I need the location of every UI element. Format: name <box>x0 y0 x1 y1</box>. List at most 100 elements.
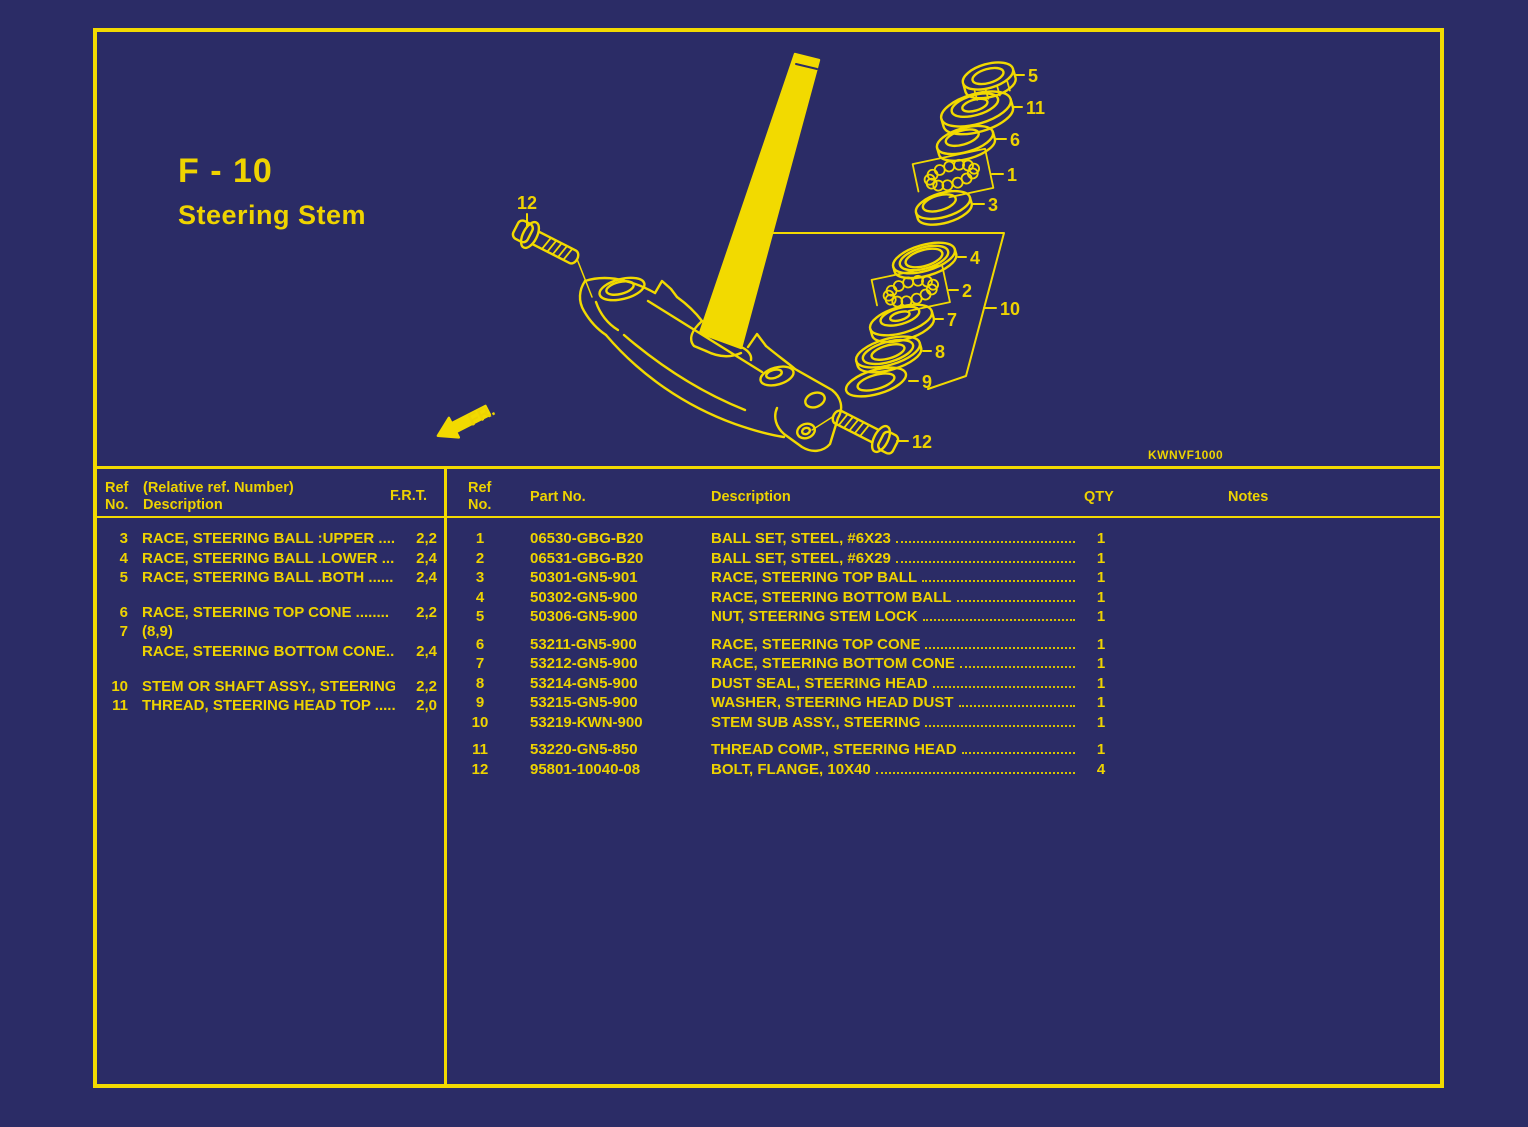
part-ref: 12 <box>471 760 489 778</box>
table-header-underline <box>97 516 1440 518</box>
frt-ref: 7 <box>119 623 128 641</box>
frt-row: RACE, STEERING BOTTOM CONE... 2,4 <box>96 642 442 662</box>
frt-row: 7 (8,9) <box>96 622 442 642</box>
part-no: 50306-GN5-900 <box>530 608 638 625</box>
dotted-leader <box>922 580 1075 582</box>
dotted-leader <box>875 771 1075 774</box>
parts-row: 11 53220-GN5-850 THREAD COMP., STEERING … <box>448 740 1436 760</box>
part-desc: STEM SUB ASSY., STEERING <box>711 713 921 731</box>
part-desc: BALL SET, STEEL, #6X23 <box>711 530 891 547</box>
dotted-leader <box>958 705 1075 707</box>
part-no: 06531-GBG-B20 <box>530 549 644 567</box>
dotted-leader <box>895 560 1075 563</box>
part-desc: RACE, STEERING BOTTOM BALL <box>711 588 952 606</box>
parts-row: 9 53215-GN5-900 WASHER, STEERING HEAD DU… <box>448 693 1436 713</box>
frt-val: 2,4 <box>416 569 437 587</box>
frt-val: 2,0 <box>416 697 437 715</box>
part-desc: DUST SEAL, STEERING HEAD <box>711 674 928 692</box>
frt-val: 2,2 <box>416 530 437 547</box>
page-border <box>93 28 1444 1088</box>
page-title: Steering Stem <box>178 200 367 230</box>
diagram-code: KWNVF1000 <box>1148 448 1224 462</box>
frt-val: 2,2 <box>416 603 437 621</box>
parts-row: 5 50306-GN5-900 NUT, STEERING STEM LOCK … <box>448 607 1436 627</box>
frt-row: 6 RACE, STEERING TOP CONE ........ 2,2 <box>96 603 442 623</box>
frt-ref: 11 <box>112 697 128 715</box>
part-ref: 5 <box>475 608 485 625</box>
frt-row: 5 RACE, STEERING BALL .BOTH ...... 2,4 <box>96 568 442 588</box>
part-label-1: 1 <box>1007 165 1017 185</box>
part-no: 53219-KWN-900 <box>530 713 643 731</box>
part-qty: 4 <box>1096 760 1106 778</box>
bolt-right-leader-line <box>811 415 835 431</box>
frt-row: 11 THREAD, STEERING HEAD TOP ..... 2,0 <box>96 696 442 716</box>
frt-ref: 5 <box>119 569 128 587</box>
part-label-8: 8 <box>935 342 945 362</box>
part-ref: 1 <box>475 530 485 547</box>
parts-header-qty: QTY <box>1084 489 1114 505</box>
part-ref: 6 <box>475 635 485 653</box>
frt-desc: THREAD, STEERING HEAD TOP ..... <box>142 697 395 715</box>
parts-row: 10 53219-KWN-900 STEM SUB ASSY., STEERIN… <box>448 713 1436 733</box>
frt-row: 3 RACE, STEERING BALL :UPPER ..... 2,2 <box>96 529 442 549</box>
part-label-5: 5 <box>1028 66 1038 86</box>
callout-labels: 5 11 6 1 3 4 2 7 8 9 10 12 12 <box>517 66 1045 452</box>
ball-set-lower-bracket <box>870 264 951 312</box>
part-desc: THREAD COMP., STEERING HEAD <box>711 741 957 758</box>
part-desc: RACE, STEERING TOP CONE <box>711 635 921 653</box>
part-no: 50301-GN5-901 <box>530 569 638 586</box>
part-qty: 1 <box>1096 608 1106 625</box>
diagram-table-separator <box>93 466 1444 469</box>
part-ref: 9 <box>475 694 485 711</box>
part-qty: 1 <box>1096 635 1106 653</box>
part-ref: 3 <box>475 569 485 586</box>
dotted-leader <box>961 752 1075 754</box>
frt-val: 2,4 <box>416 549 437 567</box>
frt-desc: RACE, STEERING BALL .LOWER ... <box>142 549 395 567</box>
part-label-10: 10 <box>1000 299 1020 319</box>
part-label-7: 7 <box>947 310 957 330</box>
flange-bolt-right <box>831 409 900 455</box>
part-qty: 1 <box>1096 569 1106 586</box>
frt-val: 2,2 <box>416 677 437 695</box>
part-no: 53212-GN5-900 <box>530 655 638 672</box>
part-no: 53215-GN5-900 <box>530 694 638 711</box>
part-label-9: 9 <box>922 372 932 392</box>
part-no: 53220-GN5-850 <box>530 741 638 758</box>
part-no: 06530-GBG-B20 <box>530 530 644 547</box>
dotted-leader <box>959 666 1075 668</box>
dotted-leader <box>932 685 1075 688</box>
part-label-2: 2 <box>962 281 972 301</box>
part-no: 50302-GN5-900 <box>530 588 638 606</box>
part-label-3: 3 <box>988 195 998 215</box>
part-qty: 1 <box>1096 549 1106 567</box>
part-qty: 1 <box>1096 588 1106 606</box>
dotted-leader <box>895 541 1075 543</box>
dotted-leader <box>922 619 1075 621</box>
bolt-left-leader-line <box>576 258 593 298</box>
frt-table: 3 RACE, STEERING BALL :UPPER ..... 2,2 4… <box>96 529 442 716</box>
part-label-4: 4 <box>970 248 980 268</box>
frt-row: 10 STEM OR SHAFT ASSY., STEERING 2,2 <box>96 677 442 697</box>
parts-row: 1 06530-GBG-B20 BALL SET, STEEL, #6X23 1 <box>448 529 1436 549</box>
fr-direction-arrow: FR. <box>436 400 498 439</box>
part-label-12-right: 12 <box>912 432 932 452</box>
part-qty: 1 <box>1096 741 1106 758</box>
parts-header-part: Part No. <box>530 489 586 505</box>
parts-header-notes: Notes <box>1228 489 1269 505</box>
frt-ref: 10 <box>111 677 128 695</box>
parts-row: 7 53212-GN5-900 RACE, STEERING BOTTOM CO… <box>448 654 1436 674</box>
part-desc: NUT, STEERING STEM LOCK <box>711 608 918 625</box>
part-desc: RACE, STEERING BOTTOM CONE <box>711 655 955 672</box>
frt-header-frt: F.R.T. <box>390 488 428 504</box>
flange-bolt-left <box>511 219 580 265</box>
bottom-bridge-outline <box>578 276 843 452</box>
part-desc: BALL SET, STEEL, #6X29 <box>711 549 891 567</box>
part-no: 53211-GN5-900 <box>530 635 637 653</box>
dotted-leader <box>925 646 1075 649</box>
parts-table: 1 06530-GBG-B20 BALL SET, STEEL, #6X23 1… <box>448 529 1436 779</box>
part-qty: 1 <box>1096 530 1106 547</box>
parts-row: 12 95801-10040-08 BOLT, FLANGE, 10X40 4 <box>448 760 1436 780</box>
part-ref: 10 <box>471 713 489 731</box>
